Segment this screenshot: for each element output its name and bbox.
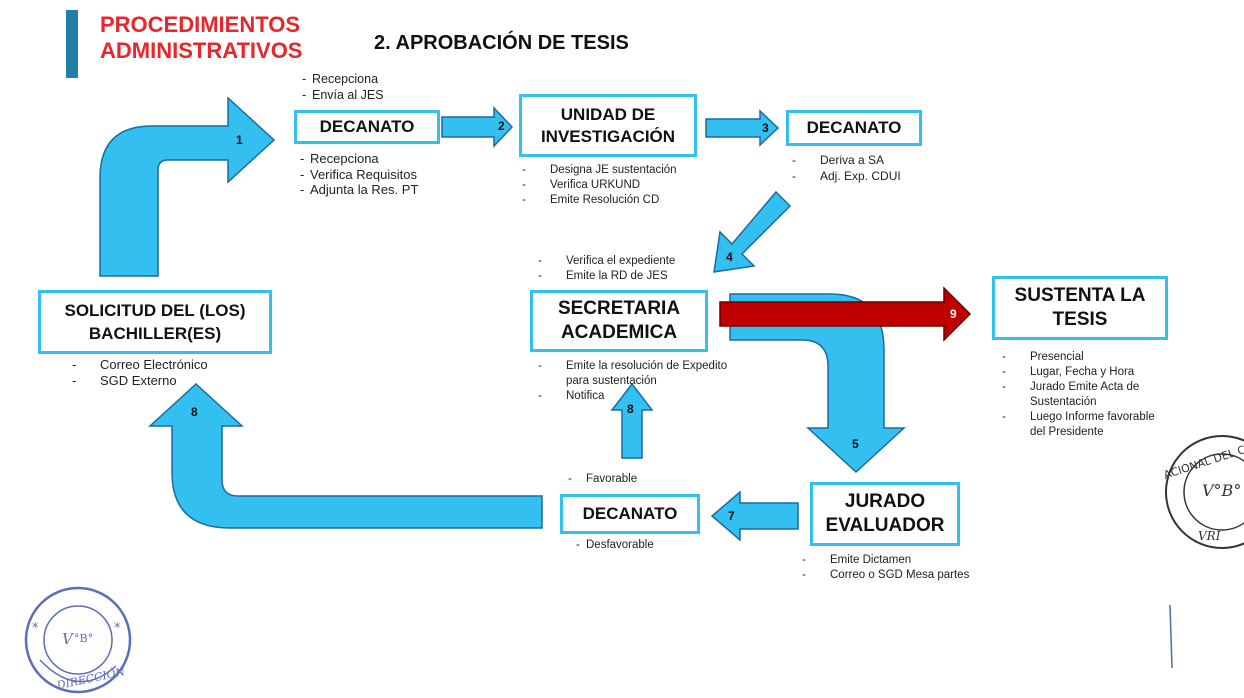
note-item: Correo Electrónico xyxy=(70,357,208,373)
note-item: Favorable xyxy=(566,472,637,488)
arrow-1-number: 1 xyxy=(236,133,243,147)
node-label-line-1: SUSTENTA LA xyxy=(1014,285,1146,306)
node-sustenta-tesis: SUSTENTA LA TESIS xyxy=(992,276,1168,340)
page-subtitle: 2. APROBACIÓN DE TESIS xyxy=(374,32,629,54)
divider-line xyxy=(1169,604,1173,669)
note-item: Adjunta la Res. PT xyxy=(300,182,418,198)
note-item: Emite Resolución CD xyxy=(520,193,677,208)
vobo-vri-stamp: ACIONAL DEL CALLAO V°B° VRI xyxy=(1162,432,1244,549)
note-item: Verifica el expediente xyxy=(536,254,675,269)
vobo-direccion-stamp: * * V °B° DIRECCIÓN xyxy=(24,586,132,694)
svg-text:V: V xyxy=(62,630,75,648)
node-label-line-1: JURADO xyxy=(844,491,926,512)
arrow-5-number: 5 xyxy=(852,437,859,451)
arrow-7 xyxy=(710,490,799,542)
note-item: Deriva a SA xyxy=(790,153,901,169)
node-label-line-2: ACADEMICA xyxy=(560,322,678,343)
arrow-1 xyxy=(99,96,276,277)
notes-solicitud: Correo Electrónico SGD Externo xyxy=(70,357,208,388)
node-label-line-2: BACHILLER(ES) xyxy=(88,324,222,343)
notes-decanato-7-below: Desfavorable xyxy=(576,538,654,554)
note-item: Lugar, Fecha y Hora xyxy=(1000,365,1170,380)
node-label-line-1: SECRETARIA xyxy=(557,298,681,319)
arrow-9 xyxy=(719,286,972,342)
notes-secretaria-below: Emite la resolución de Expedito para sus… xyxy=(536,359,736,404)
notes-secretaria-above: Verifica el expediente Emite la RD de JE… xyxy=(536,254,675,284)
arrow-2-number: 2 xyxy=(498,119,505,133)
node-decanato-3: DECANATO xyxy=(786,110,922,146)
arrow-3-number: 3 xyxy=(762,121,769,135)
node-label: DECANATO xyxy=(319,117,415,136)
arrow-2 xyxy=(441,106,514,148)
title-line-1: PROCEDIMIENTOS xyxy=(100,12,301,37)
notes-jurado: Emite Dictamen Correo o SGD Mesa partes xyxy=(800,553,970,583)
note-item: Emite Dictamen xyxy=(800,553,970,568)
svg-text:°B°: °B° xyxy=(74,632,93,645)
svg-text:V°B°: V°B° xyxy=(1202,481,1241,500)
node-label-line-1: UNIDAD DE xyxy=(560,104,656,124)
node-unidad-investigacion: UNIDAD DE INVESTIGACIÓN xyxy=(519,94,697,157)
note-item: Recepciona xyxy=(300,151,418,167)
node-label-line-2: EVALUADOR xyxy=(825,515,945,536)
note-item: Adj. Exp. CDUI xyxy=(790,169,901,185)
node-label: DECANATO xyxy=(806,118,902,137)
title-line-2: ADMINISTRATIVOS xyxy=(100,38,303,63)
node-label-line-1: SOLICITUD DEL (LOS) xyxy=(64,301,246,320)
note-item: Luego Informe favorable del Presidente xyxy=(1000,410,1170,440)
notes-decanato-3: Deriva a SA Adj. Exp. CDUI xyxy=(790,153,901,184)
node-label: DECANATO xyxy=(582,504,678,523)
arrow-5 xyxy=(729,293,906,474)
note-item: Emite la resolución de Expedito para sus… xyxy=(536,359,736,389)
arrow-7-number: 7 xyxy=(728,509,735,523)
note-item: Emite la RD de JES xyxy=(536,269,675,284)
note-item: Verifica Requisitos xyxy=(300,167,418,183)
arrow-8-left-number: 8 xyxy=(191,405,198,419)
arrow-4 xyxy=(713,190,792,273)
svg-text:VRI: VRI xyxy=(1198,529,1221,543)
node-jurado-evaluador: JURADO EVALUADOR xyxy=(810,482,960,546)
arrow-9-number: 9 xyxy=(950,307,957,321)
svg-text:*: * xyxy=(114,621,121,636)
note-item: Presencial xyxy=(1000,350,1170,365)
arrow-8-left xyxy=(148,382,543,529)
svg-text:DIRECCIÓN: DIRECCIÓN xyxy=(55,664,127,692)
node-solicitud-bachiller: SOLICITUD DEL (LOS) BACHILLER(ES) xyxy=(38,290,272,354)
node-decanato-1: DECANATO xyxy=(294,110,440,144)
notes-decanato-1-below: Recepciona Verifica Requisitos Adjunta l… xyxy=(300,151,418,198)
notes-decanato-7-above: Favorable xyxy=(566,472,637,488)
svg-text:*: * xyxy=(32,621,39,636)
note-item: Designa JE sustentación xyxy=(520,163,677,178)
notes-unidad: Designa JE sustentación Verifica URKUND … xyxy=(520,163,677,208)
note-item: Correo o SGD Mesa partes xyxy=(800,568,970,583)
note-item: Desfavorable xyxy=(576,538,654,554)
note-item: Notifica xyxy=(536,389,736,404)
notes-sustenta: Presencial Lugar, Fecha y Hora Jurado Em… xyxy=(1000,350,1170,440)
node-label-line-2: TESIS xyxy=(1052,309,1108,330)
note-item: Jurado Emite Acta de Sustentación xyxy=(1000,380,1170,410)
node-decanato-7: DECANATO xyxy=(560,494,700,534)
arrow-3 xyxy=(705,109,780,147)
node-label-line-2: INVESTIGACIÓN xyxy=(540,126,676,146)
page-title: PROCEDIMIENTOS ADMINISTRATIVOS xyxy=(100,12,302,64)
note-item: Envía al JES xyxy=(302,88,384,104)
node-secretaria-academica: SECRETARIA ACADEMICA xyxy=(530,290,708,352)
note-item: SGD Externo xyxy=(70,373,208,389)
arrow-4-number: 4 xyxy=(726,250,733,264)
header-accent-bar xyxy=(66,10,78,78)
arrow-8-up-number: 8 xyxy=(627,402,634,416)
note-item: Verifica URKUND xyxy=(520,178,677,193)
notes-decanato-1-above: Recepciona Envía al JES xyxy=(302,72,384,103)
note-item: Recepciona xyxy=(302,72,384,88)
